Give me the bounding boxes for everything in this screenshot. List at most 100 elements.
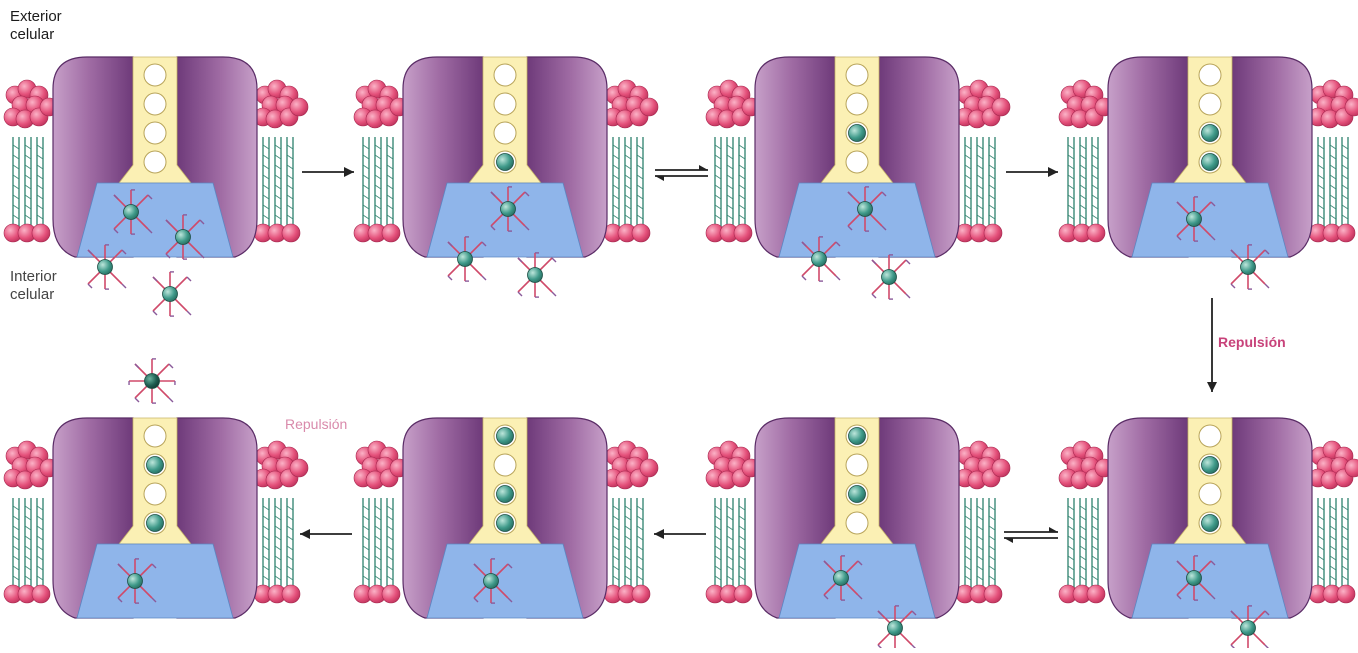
- lipid-tail-link: [727, 576, 733, 580]
- channel-state-5: [1059, 418, 1358, 648]
- lipid-tail-link: [1068, 576, 1074, 580]
- ion: [147, 457, 164, 474]
- binding-site: [494, 454, 516, 476]
- lipid-tail-link: [715, 195, 721, 199]
- lipid-head: [282, 224, 300, 242]
- lipid-tail-link: [613, 506, 619, 510]
- lipid-bilayer-right: [1309, 441, 1358, 603]
- binding-site: [846, 64, 868, 86]
- equilibrium-arrow: [1004, 527, 1058, 543]
- lipid-tail-link: [1080, 566, 1086, 570]
- lipid-bilayer-left: [1059, 441, 1113, 603]
- lipid-tail-link: [613, 576, 619, 580]
- ion: [888, 621, 903, 636]
- binding-site: [846, 512, 868, 534]
- ion: [849, 486, 866, 503]
- lipid-tail-link: [1092, 175, 1098, 179]
- lipid-tail-link: [375, 506, 381, 510]
- lipid-tail-link: [739, 556, 745, 560]
- lipid-tail-link: [739, 145, 745, 149]
- lipid-tail-link: [25, 145, 31, 149]
- water-molecule: [135, 398, 139, 402]
- lipid-tail-link: [1092, 566, 1098, 570]
- lipid-tail-link: [739, 566, 745, 570]
- lipid-tail-link: [1318, 155, 1324, 159]
- lipid-tail-link: [1342, 576, 1348, 580]
- lipid-tail-link: [375, 566, 381, 570]
- lipid-head: [640, 98, 658, 116]
- lipid-tail-link: [1092, 215, 1098, 219]
- lipid-tail-link: [613, 175, 619, 179]
- lipid-tail-link: [363, 165, 369, 169]
- binding-site: [1199, 483, 1221, 505]
- binding-site: [846, 93, 868, 115]
- lipid-tail-link: [275, 145, 281, 149]
- lipid-tail-link: [625, 516, 631, 520]
- ion: [858, 202, 873, 217]
- lipid-tail-link: [375, 536, 381, 540]
- lipid-bilayer-right: [604, 80, 658, 242]
- lipid-tail-link: [13, 165, 19, 169]
- equilibrium-arrow: [655, 165, 708, 181]
- ion: [176, 230, 191, 245]
- water-molecule: [1231, 284, 1235, 288]
- ion: [128, 574, 143, 589]
- lipid-tail-link: [965, 215, 971, 219]
- ion: [834, 571, 849, 586]
- lipid-tail-link: [287, 195, 293, 199]
- forward-arrow: [1207, 298, 1217, 392]
- lipid-tail-link: [637, 195, 643, 199]
- lipid-tail-link: [989, 546, 995, 550]
- lipid-head: [992, 98, 1010, 116]
- lipid-tail-link: [363, 155, 369, 159]
- lipid-tail-link: [25, 536, 31, 540]
- lipid-tail-link: [727, 566, 733, 570]
- lipid-head: [632, 585, 650, 603]
- lipid-tail-link: [1080, 165, 1086, 169]
- lipid-tail-link: [37, 195, 43, 199]
- lipid-tail-link: [1068, 506, 1074, 510]
- lipid-tail-link: [965, 195, 971, 199]
- lipid-tail-link: [275, 215, 281, 219]
- lipid-tail-link: [739, 215, 745, 219]
- binding-site: [1199, 425, 1221, 447]
- lipid-tail-link: [275, 175, 281, 179]
- lipid-tail-link: [263, 145, 269, 149]
- lipid-tail-link: [263, 536, 269, 540]
- lipid-tail-link: [1330, 215, 1336, 219]
- lipid-tail-link: [37, 185, 43, 189]
- lipid-tail-link: [1318, 165, 1324, 169]
- forward-arrow: [302, 167, 354, 177]
- water-molecule: [187, 277, 191, 281]
- lipid-tail-link: [977, 536, 983, 540]
- water-molecule: [552, 258, 556, 262]
- water-molecule: [872, 294, 876, 298]
- interior-label: Interior celular: [10, 268, 100, 304]
- channel-state-4: [1059, 57, 1358, 289]
- lipid-tail-link: [13, 576, 19, 580]
- lipid-tail-link: [1068, 155, 1074, 159]
- lipid-tail-link: [387, 566, 393, 570]
- lipid-tail-link: [977, 576, 983, 580]
- lipid-tail-link: [287, 175, 293, 179]
- lipid-tail-link: [637, 155, 643, 159]
- lipid-tail-link: [625, 145, 631, 149]
- ion: [882, 270, 897, 285]
- lipid-tail-link: [287, 546, 293, 550]
- water-molecule: [482, 276, 486, 280]
- lipid-tail-link: [25, 576, 31, 580]
- lipid-tail-link: [1092, 205, 1098, 209]
- lipid-tail-link: [613, 155, 619, 159]
- lipid-tail-link: [727, 215, 733, 219]
- lipid-tail-link: [375, 205, 381, 209]
- lipid-tail-link: [739, 576, 745, 580]
- lipid-tail-link: [715, 185, 721, 189]
- lipid-tail-link: [263, 546, 269, 550]
- lipid-tail-link: [287, 556, 293, 560]
- lipid-tail-link: [1068, 205, 1074, 209]
- binding-site: [144, 93, 166, 115]
- lipid-bilayer-right: [254, 80, 308, 242]
- lipid-bilayer-right: [956, 80, 1010, 242]
- ion: [1202, 154, 1219, 171]
